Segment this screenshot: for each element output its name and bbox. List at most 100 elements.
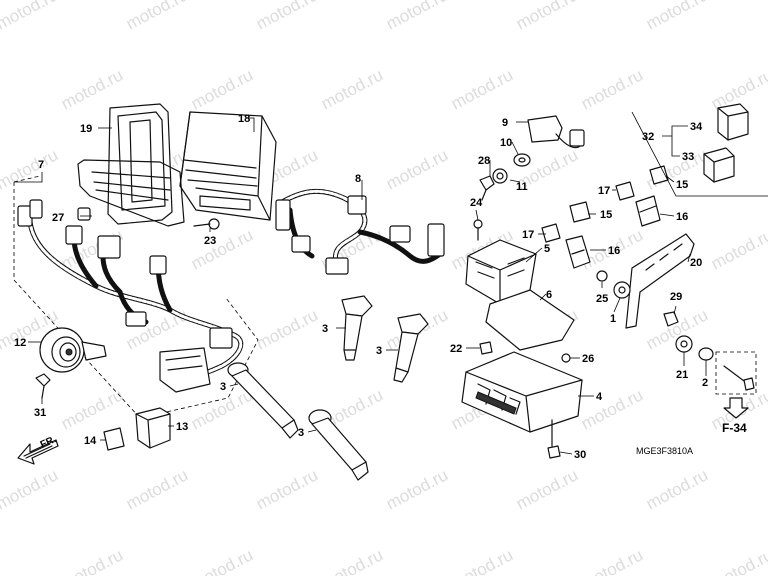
callout-23: 23	[204, 235, 216, 247]
watermark-text: motod.ru	[383, 465, 451, 513]
watermark-text: motod.ru	[643, 465, 711, 513]
watermark-text: motod.ru	[58, 65, 126, 113]
callout-13: 13	[176, 421, 188, 433]
callout-17a: 17	[598, 185, 610, 197]
callout-31: 31	[34, 407, 46, 419]
callout-9: 9	[502, 117, 508, 129]
diagram-code: MGE3F3810A	[636, 446, 693, 456]
part-3-ignition-coil-d[interactable]	[308, 409, 369, 481]
part-3-ignition-coil-a[interactable]	[341, 295, 373, 361]
callout-3a: 3	[322, 323, 328, 335]
part-31-bolt[interactable]	[35, 373, 51, 399]
part-17-connector-b[interactable]	[541, 223, 561, 243]
watermark-text: motod.ru	[318, 65, 386, 113]
watermark-text: motod.ru	[253, 305, 321, 353]
part-13-relay[interactable]	[135, 407, 171, 449]
watermark-text: motod.ru	[513, 0, 581, 34]
callout-25: 25	[596, 293, 608, 305]
part-9-sensor[interactable]	[527, 115, 585, 149]
callout-15a: 15	[600, 209, 612, 221]
f34-detail[interactable]	[715, 351, 757, 419]
watermark-text: motod.ru	[0, 0, 61, 34]
part-10-collar[interactable]	[513, 153, 531, 167]
upper-right-panel-line	[631, 111, 768, 197]
watermark-text: motod.ru	[253, 0, 321, 34]
part-8-sub-harness[interactable]	[275, 188, 445, 275]
watermark-text: motod.ru	[513, 465, 581, 513]
watermark-text: motod.ru	[578, 385, 646, 433]
part-30-bolt[interactable]	[547, 419, 561, 459]
watermark-text: motod.ru	[188, 65, 256, 113]
part-2-collar[interactable]	[698, 347, 714, 361]
watermark-text: motod.ru	[0, 145, 61, 193]
part-27-grommet[interactable]	[77, 207, 91, 221]
part-20-bracket[interactable]	[625, 233, 695, 329]
callout-28: 28	[478, 155, 490, 167]
callout-33: 33	[682, 151, 694, 163]
part-16-relay-socket-b[interactable]	[635, 195, 661, 227]
callout-16b: 16	[676, 211, 688, 223]
part-5-fuse-box[interactable]	[465, 239, 537, 305]
part-15-relay-a[interactable]	[569, 201, 591, 223]
part-33-relay[interactable]	[703, 147, 735, 183]
callout-6: 6	[546, 289, 552, 301]
part-7-wire-harness[interactable]	[17, 159, 244, 393]
callout-11: 11	[516, 181, 528, 193]
callout-24: 24	[470, 197, 483, 209]
part-24-screw[interactable]	[473, 219, 483, 241]
callout-4: 4	[596, 391, 603, 403]
part-29-bolt[interactable]	[663, 311, 679, 327]
callout-8: 8	[355, 173, 361, 185]
part-11-grommet[interactable]	[492, 168, 508, 184]
callout-labels: 19 18 7 8 27 23 12 31 13 14 3 3 3 3 9 10…	[14, 113, 708, 461]
callout-17b: 17	[522, 229, 534, 241]
watermark-text: motod.ru	[708, 225, 768, 273]
part-26-nut[interactable]	[561, 353, 571, 363]
callout-21: 21	[676, 369, 688, 381]
callout-5: 5	[544, 243, 550, 255]
callout-26: 26	[582, 353, 594, 365]
callout-12: 12	[14, 337, 26, 349]
callout-10: 10	[500, 137, 512, 149]
watermark-text: motod.ru	[123, 465, 191, 513]
watermark-text: motod.ru	[448, 65, 516, 113]
part-25-grommet[interactable]	[596, 270, 608, 282]
callout-29: 29	[670, 291, 682, 303]
callout-30: 30	[574, 449, 586, 461]
reference-code: F-34	[722, 421, 747, 435]
callout-16a: 16	[608, 245, 620, 257]
callout-20: 20	[690, 257, 702, 269]
part-18-ecu-unit[interactable]	[179, 111, 277, 221]
watermark-text: motod.ru	[578, 545, 646, 576]
front-direction-label: FR.	[39, 434, 58, 451]
callout-2: 2	[702, 377, 708, 389]
watermark-text: motod.ru	[578, 65, 646, 113]
part-3-ignition-coil-b[interactable]	[393, 313, 429, 383]
part-3-ignition-coil-c[interactable]	[227, 362, 299, 439]
part-4-regulator[interactable]	[461, 351, 583, 433]
part-21-grommet[interactable]	[675, 335, 693, 353]
watermark-text: motod.ru	[253, 465, 321, 513]
part-6-cover-plate[interactable]	[485, 289, 575, 351]
callout-14: 14	[84, 435, 97, 447]
watermark-text: motod.ru	[188, 225, 256, 273]
part-16-relay-socket-a[interactable]	[565, 235, 591, 269]
watermark-text: motod.ru	[123, 0, 191, 34]
callout-18: 18	[238, 113, 250, 125]
watermark-text: motod.ru	[643, 0, 711, 34]
watermark-text: motod.ru	[318, 545, 386, 576]
front-direction-arrow	[17, 439, 59, 465]
part-23-bolt[interactable]	[193, 218, 220, 230]
part-1-collar[interactable]	[613, 281, 631, 299]
callout-15b: 15	[676, 179, 688, 191]
part-14-holder[interactable]	[103, 427, 125, 451]
part-34-relay[interactable]	[717, 103, 749, 141]
watermark-text: motod.ru	[0, 465, 61, 513]
part-12-horn[interactable]	[39, 327, 107, 373]
part-17-connector-a[interactable]	[615, 181, 635, 201]
part-28-bolt[interactable]	[479, 175, 495, 201]
callout-7: 7	[38, 159, 44, 171]
leader-lines	[14, 117, 707, 455]
watermark-text: motod.ru	[188, 545, 256, 576]
part-22-bolt[interactable]	[479, 341, 493, 355]
